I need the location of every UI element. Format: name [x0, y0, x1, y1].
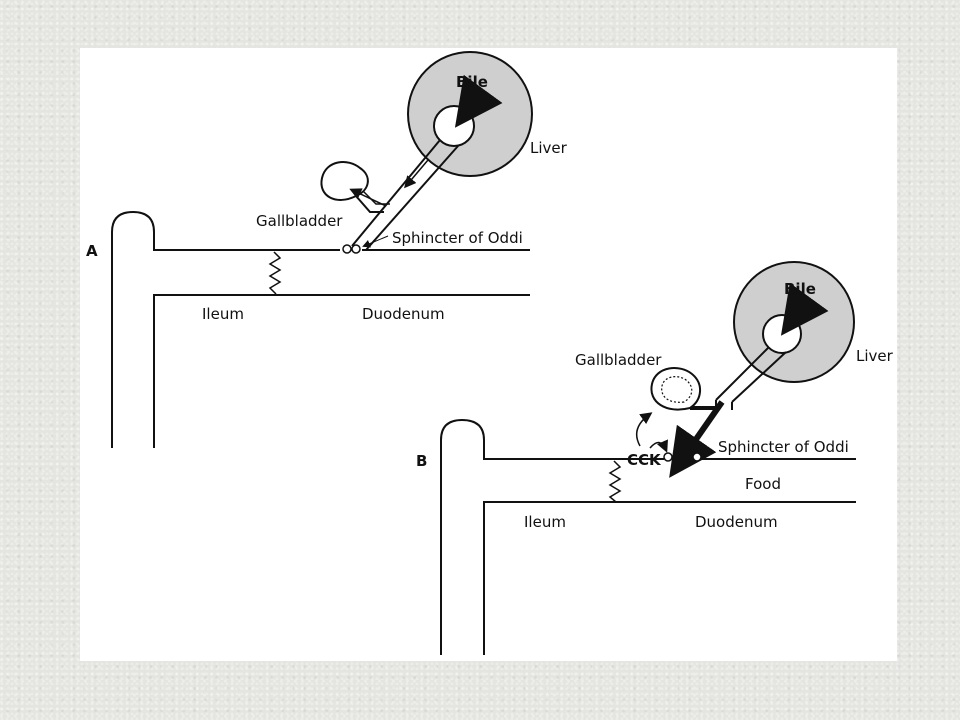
panel-a-gallbladder-label: Gallbladder — [256, 212, 343, 230]
panel-a-intestine-outer — [111, 210, 340, 448]
panel-b-cck-label: CCK — [627, 451, 662, 469]
panel-a-cystic-duct-inner — [361, 189, 390, 205]
panel-a-sphincter-pointer — [362, 235, 389, 248]
panel-b-duct-right — [731, 351, 787, 403]
panel-a-sphincter-left — [342, 244, 352, 254]
panel-b-gallbladder — [650, 367, 701, 411]
panel-a-cystic-duct — [355, 195, 384, 213]
panel-a-duct-right — [365, 145, 459, 251]
panel-a-duct-left — [351, 139, 441, 247]
panel-b-intestine-outer — [440, 418, 664, 655]
panel-b-cck-arrow-right — [649, 439, 668, 453]
panel-a: A Bile Liver Gallbladder Sphincter of Od… — [86, 51, 568, 448]
panel-b-gallbladder-label: Gallbladder — [575, 351, 662, 369]
panel-b: B Bile Liver Gallbladder CCK Sphincter o… — [416, 261, 894, 655]
panel-a-intestine-inner — [153, 294, 530, 448]
panel-a-liver-label: Liver — [530, 139, 568, 157]
panel-b-ileocecal-zigzag — [608, 460, 622, 503]
panel-b-duodenum-label: Duodenum — [695, 513, 778, 531]
panel-a-duodenum-label: Duodenum — [362, 305, 445, 323]
panel-b-cck-arrow-up — [635, 412, 653, 447]
panel-a-sphincter-right — [351, 244, 361, 254]
panel-a-ileum-label: Ileum — [202, 305, 244, 323]
panel-b-intestine-inner — [483, 501, 856, 655]
panel-a-sphincter-label: Sphincter of Oddi — [392, 229, 523, 247]
panel-b-sphincter-left — [663, 452, 673, 462]
panel-b-bile-label: Bile — [784, 280, 816, 298]
panel-b-food-label: Food — [745, 475, 781, 493]
panel-a-gallbladder-fill-arrow — [349, 188, 387, 207]
panel-b-sphincter-right — [692, 452, 702, 462]
panel-b-duct-left — [715, 347, 769, 401]
panel-b-liver-label: Liver — [856, 347, 894, 365]
panel-b-sphincter-label: Sphincter of Oddi — [718, 438, 849, 456]
panel-b-ileum-label: Ileum — [524, 513, 566, 531]
panel-a-letter: A — [86, 242, 98, 260]
panel-a-bile-arrow — [454, 74, 503, 128]
panel-a-duct-flow-arrow — [404, 159, 429, 189]
panel-b-bile-flow-arrow — [669, 400, 725, 478]
panel-b-letter: B — [416, 452, 427, 470]
panel-a-ileocecal-zigzag — [268, 251, 282, 295]
panel-b-bile-arrow — [780, 282, 829, 336]
panel-a-bile-label: Bile — [456, 73, 488, 91]
